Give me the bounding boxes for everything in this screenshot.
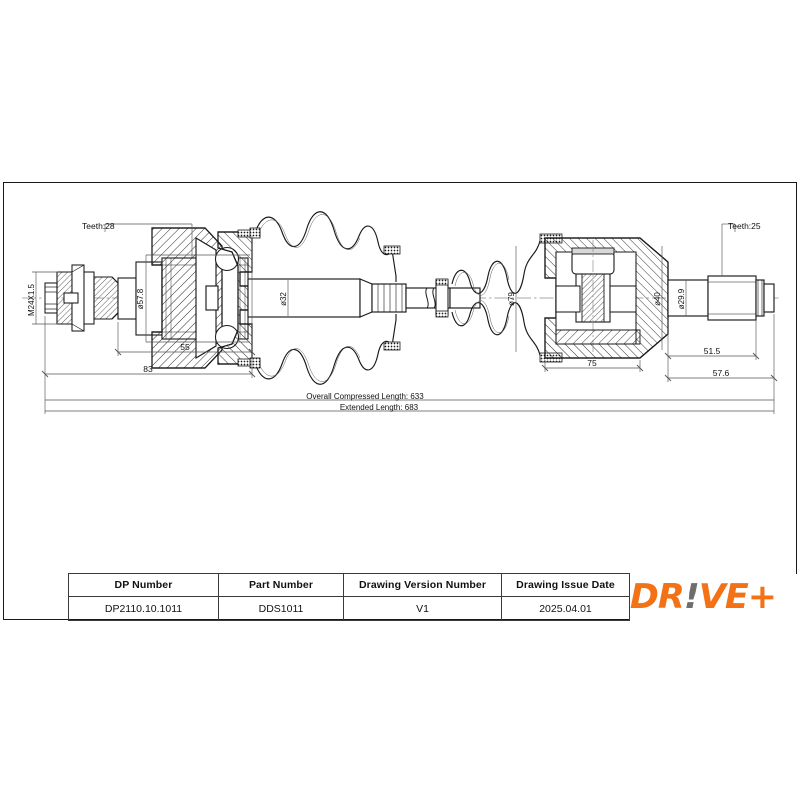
dimension-arrow-ticks <box>41 348 778 382</box>
brand-logo-cell <box>629 573 797 597</box>
label-dim-75: 75 <box>587 358 597 368</box>
left-threaded-stub <box>44 264 119 332</box>
value-dp-number: DP2110.10.1011 <box>68 596 219 621</box>
brand-logo-dr: DR <box>629 577 685 617</box>
brand-logo-cell-lower <box>629 596 797 621</box>
brand-logo: DR!VE+ <box>609 574 797 620</box>
label-dia-32: ø32 <box>279 292 288 306</box>
left-boot-bellows <box>249 211 401 385</box>
label-dim-83: 83 <box>143 364 153 374</box>
label-dia-79: ø79 <box>507 292 516 306</box>
header-drawing-version-number: Drawing Version Number <box>343 573 502 597</box>
label-thread-left: M24X1.5 <box>27 283 36 316</box>
right-tripod-housing <box>544 237 669 359</box>
drawing-frame-border <box>3 182 797 620</box>
value-part-number: DDS1011 <box>218 596 344 621</box>
label-dim-55: 55 <box>180 342 190 352</box>
left-cv-joint-housing <box>151 227 223 369</box>
dimension-lines <box>32 223 775 414</box>
table-header-row: DP Number Part Number Drawing Version Nu… <box>68 573 797 597</box>
label-dim-57-6: 57.6 <box>713 368 730 378</box>
brand-logo-ve: VE+ <box>698 577 777 617</box>
header-part-number: Part Number <box>218 573 344 597</box>
label-dia-29-9: ø29.9 <box>677 288 686 309</box>
brand-logo-exclamation: ! <box>683 577 700 617</box>
label-dia-57-8: ø57.8 <box>136 288 145 309</box>
header-drawing-issue-date: Drawing Issue Date <box>501 573 630 597</box>
header-dp-number: DP Number <box>68 573 219 597</box>
label-teeth-left: Teeth:28 <box>82 221 115 231</box>
table-value-row: DP2110.10.1011 DDS1011 V1 2025.04.01 <box>68 596 797 621</box>
label-extended-length: Extended Length: 683 <box>340 403 419 412</box>
value-drawing-issue-date: 2025.04.01 <box>501 596 630 621</box>
title-block-table: DP Number Part Number Drawing Version Nu… <box>68 573 797 621</box>
drawing-annotations: Teeth:28 Teeth:25 M24X1.5 ø57.8 ø32 ø79 … <box>27 221 761 412</box>
label-teeth-right: Teeth:25 <box>728 221 761 231</box>
label-dim-51-5: 51.5 <box>704 346 721 356</box>
value-drawing-version-number: V1 <box>343 596 502 621</box>
right-output-shaft <box>667 275 775 321</box>
label-dia-40: ø40 <box>653 292 662 306</box>
brand-logo-text: DR!VE+ <box>629 577 777 617</box>
label-overall-compressed-length: Overall Compressed Length: 633 <box>306 392 424 401</box>
